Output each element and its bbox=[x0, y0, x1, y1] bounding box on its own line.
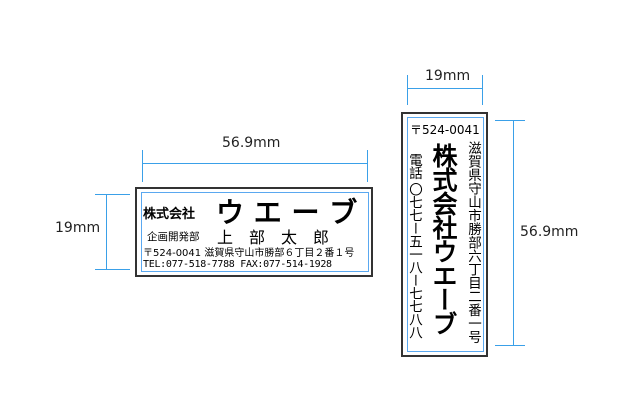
person-name: 上 部 太 郎 bbox=[217, 228, 330, 247]
dimension-tick bbox=[95, 269, 130, 270]
postal-code: 〒524-0041 bbox=[410, 123, 480, 137]
dimension-tick bbox=[142, 150, 143, 182]
contact: TEL:077-518-7788 FAX:077-514-1928 bbox=[143, 259, 332, 270]
vertical-stamp bbox=[401, 112, 488, 357]
vertical-phone: 電話 〇七七ー五一八ー七七八八 bbox=[406, 153, 422, 339]
dimension-tick bbox=[495, 345, 525, 346]
horizontal-height-label: 19mm bbox=[55, 220, 101, 236]
horizontal-width-dimension-line bbox=[142, 163, 368, 164]
vertical-stamp-print-area bbox=[407, 117, 484, 352]
dimension-tick bbox=[482, 75, 483, 105]
dimension-tick bbox=[495, 120, 525, 121]
company-prefix: 株式会社 bbox=[143, 207, 196, 222]
dimension-tick bbox=[95, 194, 130, 195]
company-name: ウ エ ー ブ bbox=[216, 196, 358, 229]
department: 企画開発部 bbox=[147, 231, 200, 243]
vertical-height-dimension-line bbox=[513, 120, 514, 346]
vertical-height-label: 56.9mm bbox=[520, 224, 579, 240]
horizontal-stamp-print-area bbox=[141, 192, 369, 272]
vertical-width-dimension-line bbox=[407, 88, 483, 89]
horizontal-width-label: 56.9mm bbox=[222, 135, 281, 151]
dimension-tick bbox=[407, 75, 408, 105]
horizontal-stamp bbox=[135, 187, 373, 277]
vertical-address: 滋賀県守山市勝部六丁目二番一号 bbox=[465, 141, 481, 344]
horizontal-height-dimension-line bbox=[106, 194, 107, 269]
vertical-company: 株式会社ウエーブ bbox=[429, 143, 458, 335]
address: 〒524-0041 滋賀県守山市勝部６丁目２番１号 bbox=[143, 248, 355, 259]
dimension-tick bbox=[367, 150, 368, 182]
vertical-width-label: 19mm bbox=[425, 68, 471, 84]
